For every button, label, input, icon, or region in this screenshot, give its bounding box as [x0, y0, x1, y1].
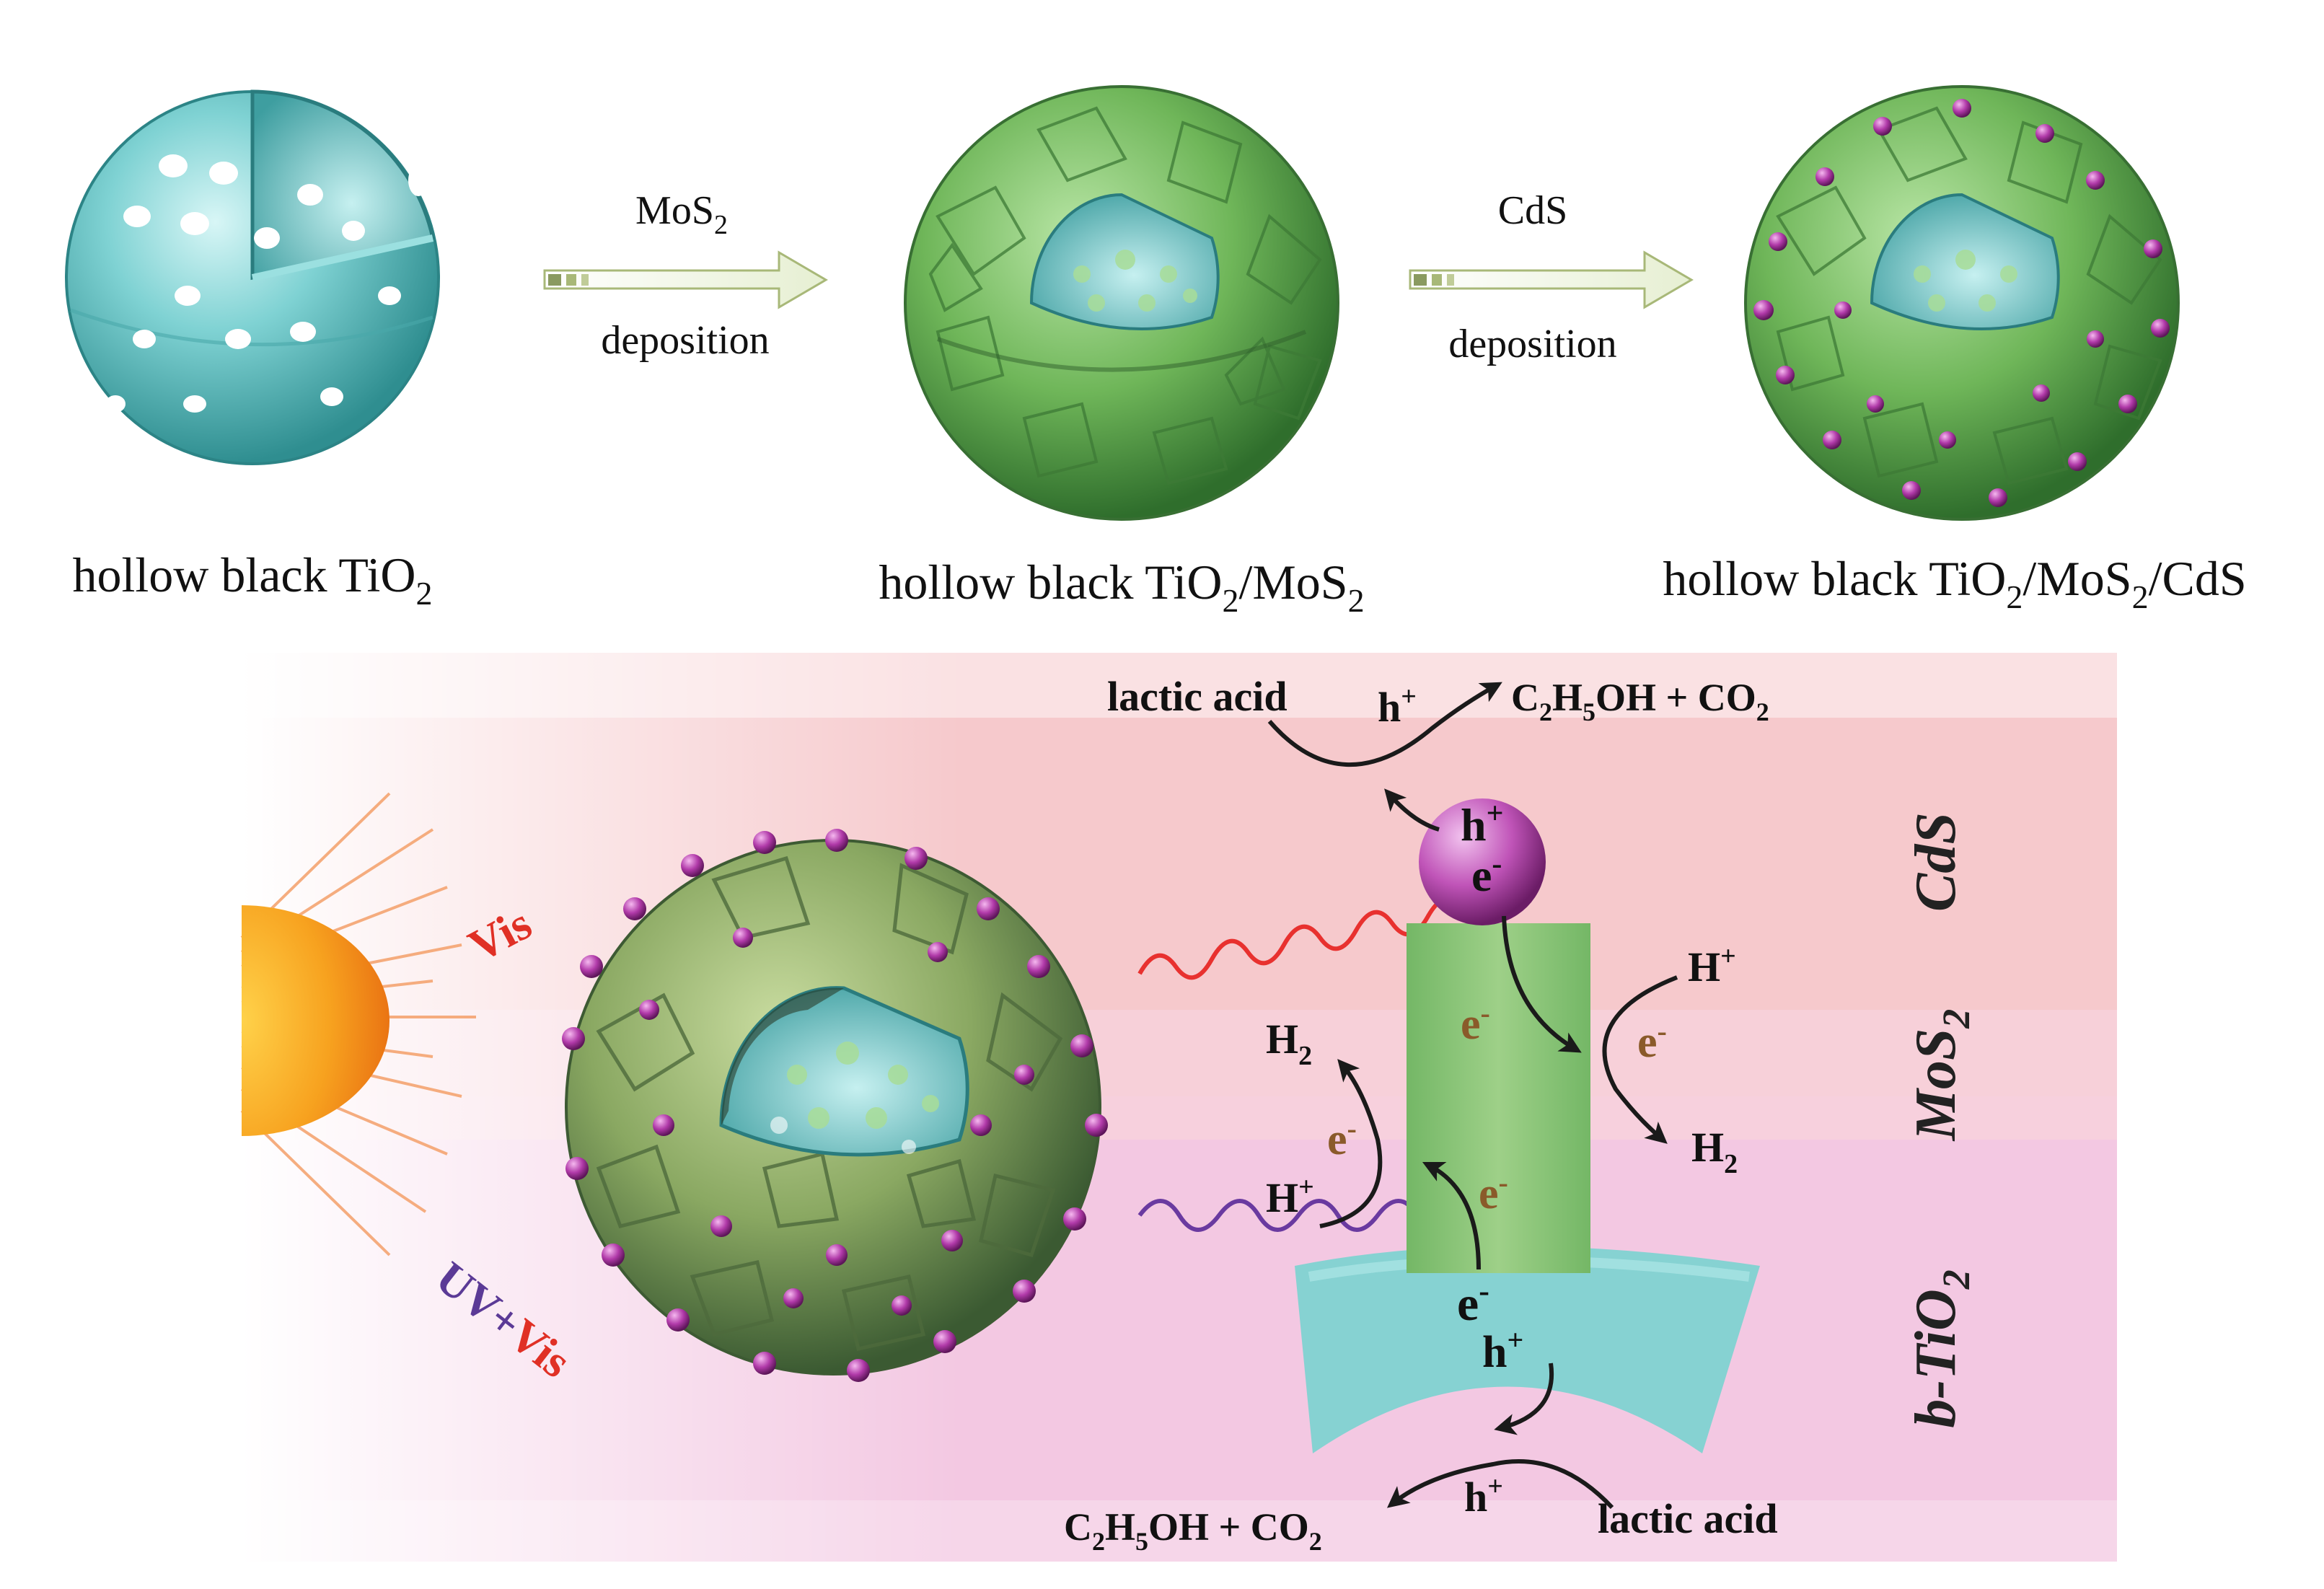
left-h2: H2 — [1266, 1016, 1312, 1071]
layer-label-cds: CdS — [1904, 812, 1968, 912]
arrow1-reagent: MoS2 — [635, 188, 728, 240]
bottom-product: C2H5OH + CO2 — [1064, 1505, 1322, 1556]
mos2-lower-electron: e- — [1479, 1166, 1508, 1218]
arrow-cds-deposition — [1409, 250, 1694, 309]
tio2-hollow-sphere — [65, 89, 440, 465]
composite-sphere-large — [562, 829, 1108, 1382]
uv-wavy-arrow — [1137, 1199, 1460, 1251]
right-h2: H2 — [1691, 1124, 1738, 1179]
top-hole: h+ — [1378, 682, 1417, 731]
bottom-reactant: lactic acid — [1598, 1495, 1778, 1542]
top-product: C2H5OH + CO2 — [1511, 676, 1769, 726]
tio2-mos2-cds-sphere — [1744, 85, 2180, 521]
tio2-mos2-sphere — [904, 85, 1339, 521]
layer-label-tio2: b-TiO2 — [1904, 1269, 1978, 1428]
cds-hole-arrow — [1384, 788, 1440, 832]
step3-label: hollow black TiO2/MoS2/CdS — [1663, 551, 2246, 615]
arrow2-reagent: CdS — [1498, 188, 1568, 233]
tio2-arch — [1295, 1246, 1760, 1453]
right-h2-arrow — [1602, 975, 1678, 1144]
step1-label: hollow black TiO2 — [72, 547, 432, 612]
cds-hole: h+ — [1461, 797, 1504, 850]
arrow-mos2-deposition — [543, 250, 828, 309]
top-reactant: lactic acid — [1107, 673, 1288, 720]
arrow2-action: deposition — [1448, 322, 1616, 366]
left-electron: e- — [1327, 1112, 1357, 1164]
bottom-reaction-arrow — [1386, 1459, 1614, 1510]
tio2-hole: h+ — [1482, 1324, 1523, 1377]
left-proton: H+ — [1266, 1172, 1314, 1221]
layer-label-mos2: MoS2 — [1904, 1009, 1978, 1143]
bottom-hole: h+ — [1464, 1471, 1503, 1520]
right-proton: H+ — [1688, 941, 1736, 990]
cds-particle — [1419, 798, 1546, 925]
cds-electron: e- — [1471, 848, 1502, 901]
top-reaction-arrow — [1267, 682, 1502, 767]
left-h2-arrow — [1319, 1059, 1383, 1228]
right-electron: e- — [1637, 1015, 1667, 1067]
tio2-electron: e- — [1457, 1273, 1489, 1331]
sun-icon — [240, 792, 476, 1256]
arrow1-action: deposition — [601, 318, 769, 363]
cds-to-mos2-arrow — [1502, 915, 1582, 1053]
step2-label: hollow black TiO2/MoS2 — [879, 555, 1364, 619]
tio2-hole-arrow — [1494, 1363, 1554, 1435]
mos2-center-electron: e- — [1461, 997, 1490, 1049]
mechanism-background — [242, 653, 2117, 1562]
mos2-block — [1407, 923, 1590, 1273]
tio2-to-mos2-arrow — [1422, 1161, 1481, 1270]
